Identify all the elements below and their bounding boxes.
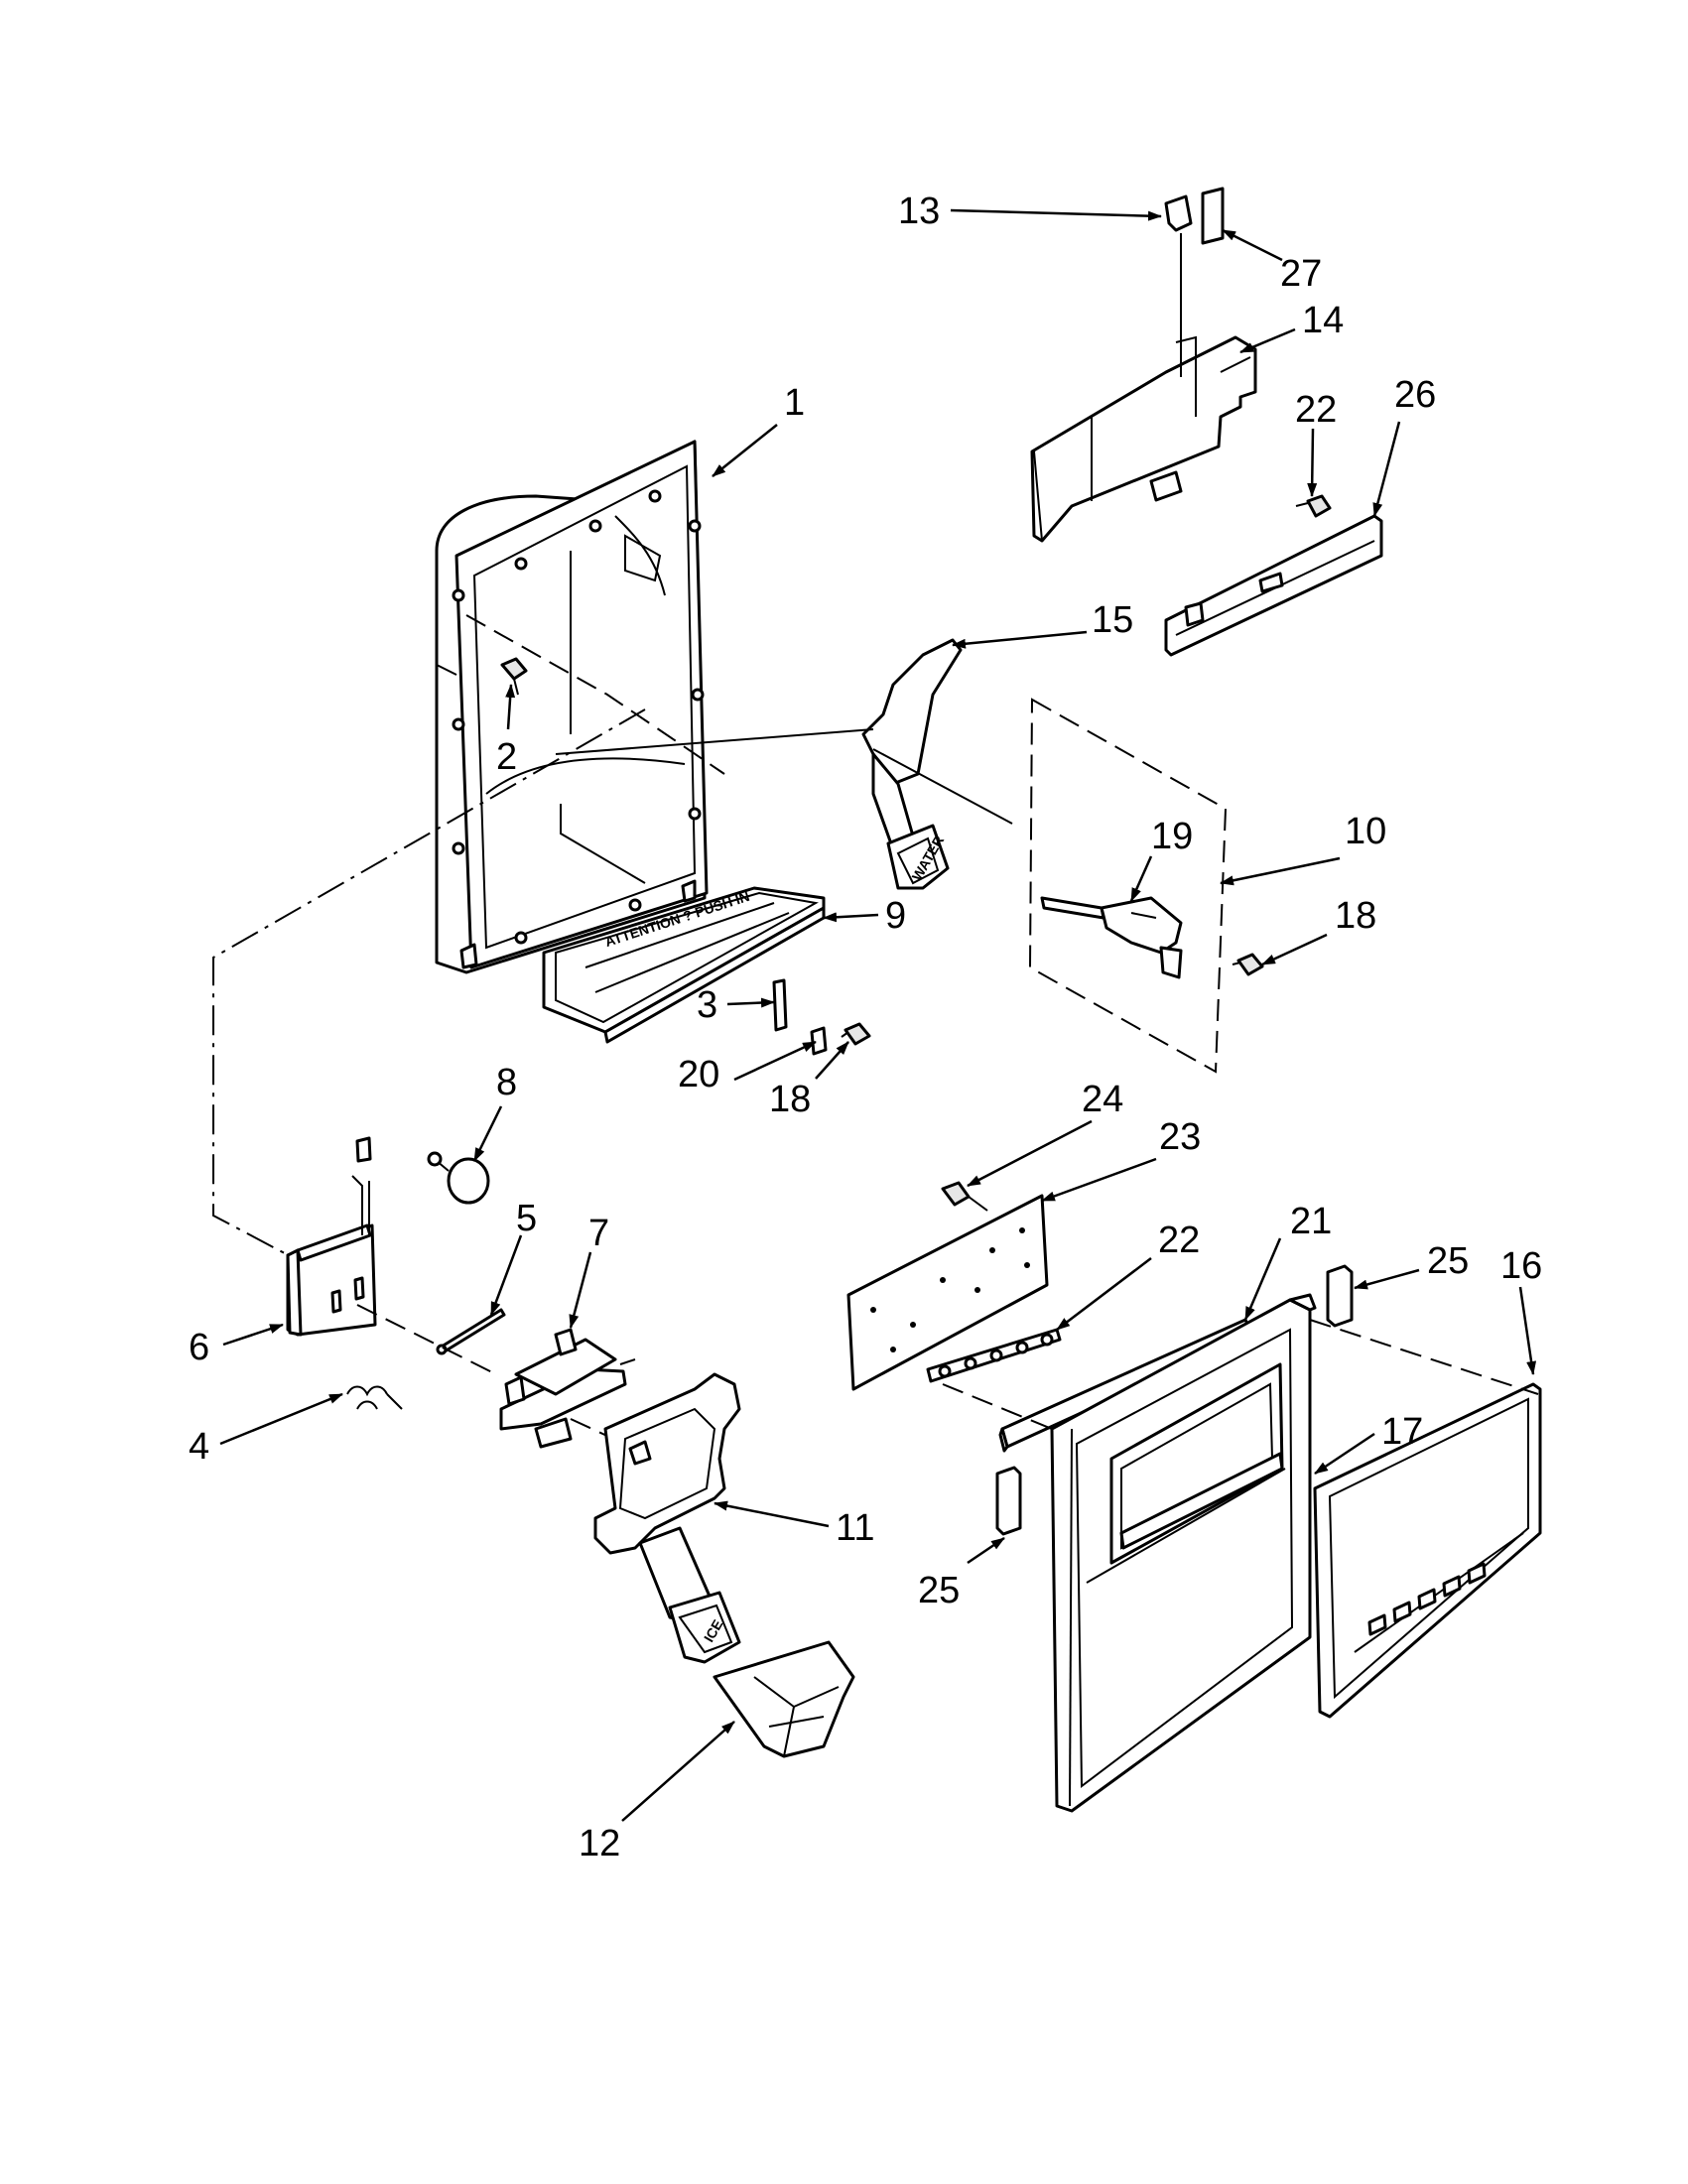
part-5-pin <box>436 1308 506 1355</box>
part-26-control-board <box>1164 514 1383 657</box>
label-24: 24 <box>1082 1079 1123 1120</box>
label-14: 14 <box>1302 300 1344 341</box>
label-20: 20 <box>678 1054 719 1095</box>
part-19-switch <box>1040 896 1183 979</box>
part-22-screw-upper <box>1295 494 1332 518</box>
part-27-insulator <box>1201 187 1225 245</box>
label-26: 26 <box>1394 374 1436 416</box>
part-25-spacer-upper <box>1326 1264 1354 1328</box>
label-2: 2 <box>496 736 517 778</box>
leader-lines <box>219 208 1537 1822</box>
label-9: 9 <box>885 895 906 937</box>
part-16-dispenser-cover <box>1313 1382 1542 1719</box>
label-25-upper: 25 <box>1427 1240 1469 1282</box>
part-12-ice-chute <box>713 1640 855 1758</box>
label-8: 8 <box>496 1062 517 1103</box>
part-4-spring <box>346 1385 403 1410</box>
part-3-clip <box>772 978 788 1032</box>
label-19: 19 <box>1151 816 1193 857</box>
part-20-shim <box>810 1026 828 1056</box>
label-13: 13 <box>898 191 940 232</box>
label-25-lower: 25 <box>918 1570 960 1611</box>
part-8-solenoid <box>427 1151 490 1205</box>
label-3: 3 <box>697 984 717 1026</box>
label-12: 12 <box>579 1823 620 1864</box>
label-6: 6 <box>189 1327 209 1368</box>
callout-labels: 1 2 3 4 5 6 7 8 9 10 11 12 13 14 15 16 1… <box>189 191 1542 1864</box>
part-13-microswitch <box>1164 194 1193 232</box>
part-15-water-lever: WATER <box>861 638 963 890</box>
part-17-dispenser-frame <box>1050 1293 1317 1813</box>
label-27: 27 <box>1280 253 1322 295</box>
label-7: 7 <box>588 1213 609 1254</box>
part-24-screw <box>941 1181 988 1212</box>
label-21: 21 <box>1290 1201 1332 1242</box>
label-4: 4 <box>189 1426 209 1468</box>
part-25-spacer-lower <box>995 1466 1022 1536</box>
part-23-circuit-board <box>846 1194 1049 1391</box>
label-11: 11 <box>836 1507 874 1549</box>
part-14-bracket <box>1030 233 1257 543</box>
label-5: 5 <box>516 1198 537 1239</box>
part-9-drip-tray: ATTENTION ? PUSH IN <box>542 886 826 1044</box>
part-7-actuator <box>499 1328 636 1449</box>
part-1-dispenser-housing <box>435 440 709 974</box>
label-22-lower: 22 <box>1158 1220 1200 1261</box>
part-18-screw-upper <box>1232 953 1264 976</box>
label-18-upper: 18 <box>1335 895 1376 937</box>
label-1: 1 <box>784 382 805 424</box>
label-10: 10 <box>1345 811 1386 852</box>
part-2-screw <box>500 657 528 696</box>
part-11-ice-lever: ICE <box>593 1372 741 1664</box>
label-23: 23 <box>1159 1116 1201 1158</box>
label-15: 15 <box>1092 599 1133 641</box>
label-17: 17 <box>1381 1411 1423 1453</box>
label-18-lower: 18 <box>769 1079 811 1120</box>
part-22-button-strip <box>926 1328 1062 1383</box>
label-22-upper: 22 <box>1295 389 1337 431</box>
label-16: 16 <box>1500 1245 1542 1287</box>
part-6-auger-motor-housing <box>286 1136 377 1337</box>
part-18-screw-lower <box>841 1022 871 1046</box>
part-10-switch-assembly-box <box>1028 698 1228 1074</box>
